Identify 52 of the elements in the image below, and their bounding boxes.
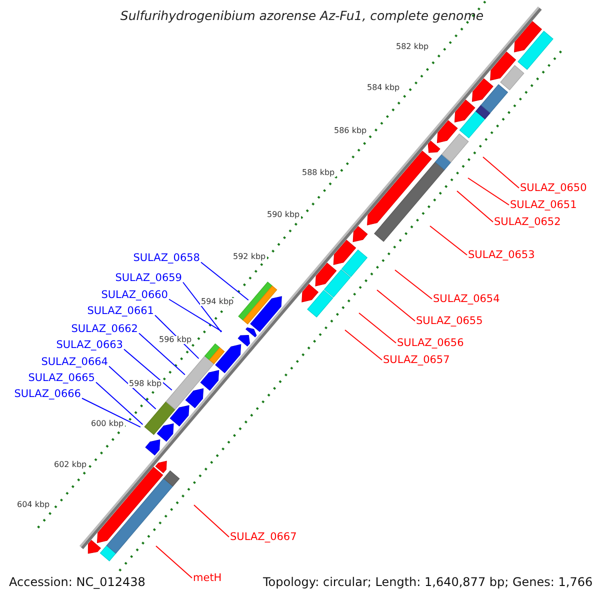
scale-label: 594 kbp xyxy=(200,298,235,306)
title: Sulfurihydrogenibium azorense Az-Fu1, complete genome xyxy=(119,10,485,22)
gene-label: SULAZ_0661 xyxy=(87,306,154,316)
scale-label: 596 kbp xyxy=(158,336,193,344)
leader-line xyxy=(138,332,186,376)
scale-label: 590 kbp xyxy=(266,211,301,219)
leader-line xyxy=(156,546,192,578)
scale-label: 600 kbp xyxy=(90,420,125,428)
info-text: Topology: circular; Length: 1,640,877 bp; Genes: 1,766 xyxy=(262,576,594,588)
leader-line xyxy=(194,504,230,538)
scale-label: 588 kbp xyxy=(301,169,336,177)
gene-label: SULAZ_0657 xyxy=(383,354,450,366)
gene-label: SULAZ_0656 xyxy=(397,338,464,348)
leader-line xyxy=(108,366,156,410)
leader-line xyxy=(482,156,520,188)
gene-label: SULAZ_0651 xyxy=(510,200,577,210)
scale-label: 604 kbp xyxy=(16,501,51,509)
gene-label: SULAZ_0659 xyxy=(115,272,182,284)
info-text: Accession: NC_012438 xyxy=(8,576,146,588)
scale-label: 602 kbp xyxy=(53,461,88,469)
scale-label: 592 kbp xyxy=(232,253,267,261)
scale-label: 584 kbp xyxy=(366,84,401,92)
leader-line xyxy=(358,312,396,344)
gene-label: SULAZ_0652 xyxy=(494,216,561,228)
scale-label: 586 kbp xyxy=(333,127,368,135)
leader-line xyxy=(124,348,172,391)
leader-line xyxy=(430,226,468,256)
gene-label: metH xyxy=(193,572,222,584)
gene-label: SULAZ_0663 xyxy=(56,340,123,350)
leader-line xyxy=(168,298,222,332)
leader-line xyxy=(96,382,144,425)
scale-label: 582 kbp xyxy=(395,43,430,51)
gene-label: SULAZ_0658 xyxy=(133,252,200,264)
leader-line xyxy=(394,270,432,300)
leader-line xyxy=(456,190,494,222)
scale-label: 598 kbp xyxy=(128,380,163,388)
gene-label: SULAZ_0667 xyxy=(230,532,297,542)
leader-line xyxy=(200,262,249,301)
leader-line xyxy=(376,290,416,322)
gene-label: SULAZ_0660 xyxy=(101,290,168,300)
gene-label: SULAZ_0654 xyxy=(433,294,500,304)
gene-label: SULAZ_0665 xyxy=(28,372,95,384)
leader-line xyxy=(182,282,222,333)
leader-line xyxy=(82,398,141,428)
gene-label: SULAZ_0650 xyxy=(520,182,587,194)
gene-label: SULAZ_0653 xyxy=(468,250,535,260)
gene-label: SULAZ_0666 xyxy=(14,388,81,400)
gene-label: SULAZ_0662 xyxy=(71,324,138,334)
gene-label: SULAZ_0664 xyxy=(41,356,108,368)
leader-line xyxy=(468,178,510,206)
leader-line xyxy=(344,330,382,360)
gene-label: SULAZ_0655 xyxy=(416,316,483,326)
